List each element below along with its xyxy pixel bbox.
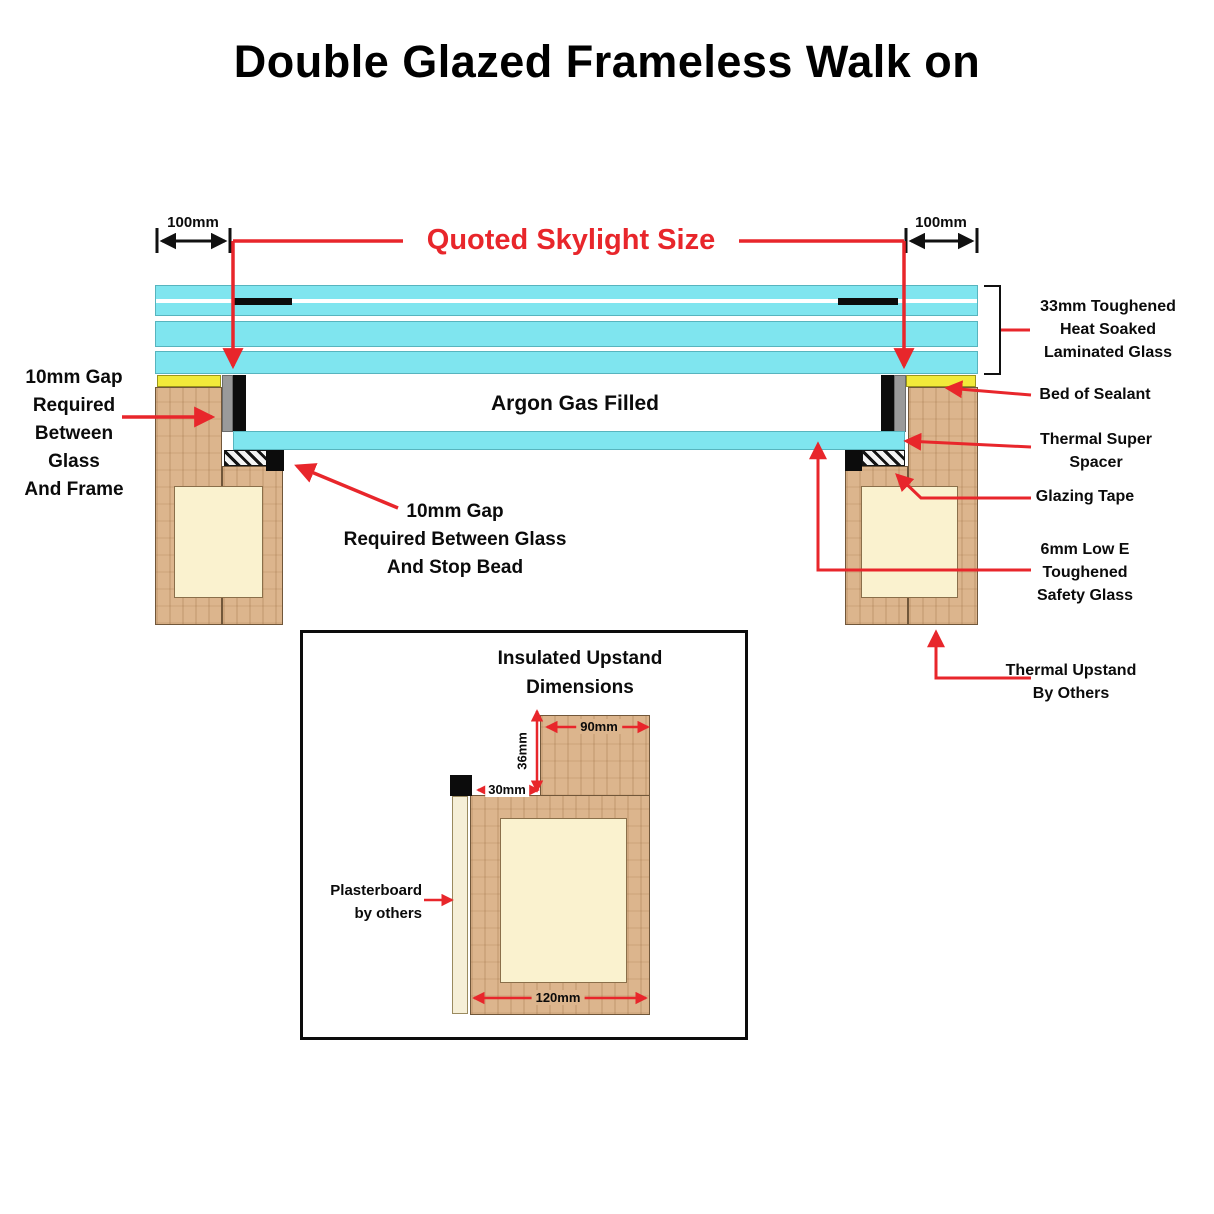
annotation-thermal-upstand: Thermal Upstand By Others	[1006, 659, 1137, 705]
annotation-gap-glass-frame: 10mm Gap Required Between Glass And Fram…	[24, 364, 123, 504]
stop-bead-left	[266, 450, 284, 471]
glazing-tape-right	[862, 450, 905, 466]
dim-100mm-left-arrow	[155, 228, 232, 253]
thermal-spacer-left	[233, 375, 246, 432]
annotation-line: Spacer	[1069, 454, 1123, 471]
annotation-line: Laminated Glass	[1043, 344, 1173, 361]
top-glass-pane-2	[155, 321, 978, 347]
glazing-tape-left	[224, 450, 267, 466]
annotation-line: Required Between Glass	[343, 529, 567, 550]
annotation-low-e-glass: 6mm Low E Toughened Safety Glass	[1037, 538, 1133, 607]
quoted-skylight-size-label: Quoted Skylight Size	[426, 224, 716, 256]
annotation-line: 10mm Gap	[406, 501, 504, 522]
thermal-spacer-right	[881, 375, 894, 432]
dim-120mm-label: 120mm	[531, 990, 585, 1005]
top-glass-pane-3	[155, 351, 978, 374]
dim-100mm-right-label: 100mm	[915, 214, 967, 231]
annotation-glazing-tape: Glazing Tape	[1035, 488, 1135, 505]
plasterboard-strip	[452, 796, 468, 1014]
annotation-line: By Others	[1032, 685, 1110, 702]
annotation-line: 33mm Toughened	[1040, 298, 1176, 315]
laminate-interlayer-line	[156, 299, 977, 303]
dim-36mm-label: 36mm	[514, 732, 530, 770]
annotation-line: Toughened	[1042, 564, 1128, 581]
dim-100mm-left-label: 100mm	[167, 214, 219, 231]
annotation-line: And Frame	[24, 479, 124, 500]
stop-bead-right	[845, 450, 862, 471]
annotation-gap-stop-bead: 10mm Gap Required Between Glass And Stop…	[344, 498, 567, 582]
annotation-line: Between	[34, 423, 114, 444]
annotation-line: 10mm Gap	[25, 367, 123, 388]
annotation-bed-of-sealant: Bed of Sealant	[1039, 386, 1151, 403]
dim-90mm-label: 90mm	[576, 719, 622, 734]
annotation-line: Heat Soaked	[1059, 321, 1157, 338]
bottom-glass-pane	[233, 431, 905, 450]
argon-gas-label: Argon Gas Filled	[490, 392, 660, 415]
edge-gasket-right	[894, 375, 906, 432]
insulation-core-left	[174, 486, 263, 598]
annotation-line: Required	[32, 395, 116, 416]
glass-edge-mark-right	[838, 298, 898, 305]
sealant-bed-right	[906, 375, 976, 387]
edge-gasket-left	[222, 375, 233, 432]
inset-title-line: Dimensions	[526, 677, 634, 698]
annotation-line: Safety Glass	[1036, 587, 1134, 604]
insulation-core-right	[861, 486, 958, 598]
annotation-line: Glass	[48, 451, 100, 472]
annotation-line: Thermal Upstand	[1005, 662, 1137, 679]
sealant-bed-left	[157, 375, 221, 387]
upstand-insulation-core	[500, 818, 627, 983]
annotation-line: And Stop Bead	[386, 557, 524, 578]
dim-30mm-label: 30mm	[485, 782, 529, 797]
upstand-corner-seal	[450, 775, 472, 796]
annotation-line: Plasterboard	[330, 882, 422, 899]
glass-edge-mark-left	[232, 298, 292, 305]
annotation-plasterboard: Plasterboard by others	[330, 879, 422, 925]
laminated-glass-bracket	[984, 285, 1001, 375]
annotation-thermal-spacer: Thermal Super Spacer	[1040, 428, 1152, 474]
annotation-line: 6mm Low E	[1040, 541, 1130, 558]
annotation-line: Thermal Super	[1039, 431, 1153, 448]
inset-title-line: Insulated Upstand	[497, 648, 663, 669]
annotation-line: by others	[354, 905, 422, 922]
inset-title: Insulated Upstand Dimensions	[498, 644, 663, 702]
annotation-laminated-glass: 33mm Toughened Heat Soaked Laminated Gla…	[1040, 295, 1176, 364]
dim-100mm-right-arrow	[904, 228, 979, 253]
page-title: Double Glazed Frameless Walk on	[233, 36, 981, 87]
